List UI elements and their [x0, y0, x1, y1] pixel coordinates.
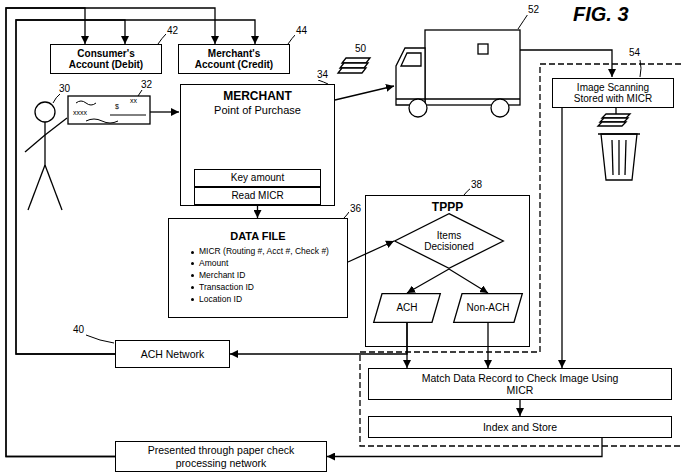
dashed-region: [360, 64, 681, 446]
check-stack: [338, 58, 370, 73]
box-text: Non-ACH: [467, 302, 510, 314]
callout-number: 50: [354, 43, 367, 54]
leader-lines: [53, 14, 641, 343]
discard-line: [615, 108, 616, 114]
callout-number: 34: [316, 69, 329, 80]
flow-arrow: [6, 8, 215, 457]
box-text: Match Data Record to Check Image Using M…: [415, 372, 625, 396]
discarded-checks: [598, 114, 630, 126]
callout-number: 52: [527, 4, 540, 15]
process-box: Index and Store: [368, 416, 672, 438]
box-text: Items Decisioned: [416, 230, 482, 253]
bullet: [191, 251, 194, 254]
flow-arrow: [348, 241, 394, 262]
account-box: Merchant's Account (Credit): [178, 44, 290, 74]
flow-arrow: [519, 400, 520, 416]
callout-number: 30: [58, 83, 71, 94]
data-parallelogram: ACH: [373, 293, 441, 323]
check-text: xxxx: [72, 109, 88, 117]
callout-number: 40: [72, 324, 85, 335]
decision-diamond: Items Decisioned: [394, 213, 504, 269]
check-arrow: [150, 111, 179, 112]
bullet: [191, 286, 194, 289]
callout-number: 32: [140, 79, 153, 90]
flow-arrow: [16, 20, 125, 354]
callout-number: 38: [470, 179, 483, 190]
box-text: Point of Purchase: [181, 104, 334, 117]
callout-number: 42: [166, 25, 179, 36]
box-text: Read MICR: [231, 190, 283, 202]
flow-arrow: [327, 438, 602, 457]
callout-number: 36: [349, 203, 362, 214]
flow-arrow: [487, 323, 488, 368]
check-illustration: [68, 96, 150, 124]
check-text: xx: [129, 97, 138, 105]
box-text: Index and Store: [483, 421, 557, 433]
field-item: MICR (Routing #, Acct #, Check #): [199, 246, 329, 258]
box-text: ACH Network: [141, 348, 205, 360]
courier-truck: [396, 30, 520, 117]
flow-arrow: [407, 269, 449, 293]
tppp-box: TPPP Items DecisionedACH Non-ACH: [365, 195, 530, 347]
consumer-figure: [25, 102, 67, 210]
flow-arrow: [449, 269, 488, 293]
box-heading: DATA FILE: [187, 230, 329, 243]
callout-number: 44: [295, 25, 308, 36]
box-text: Key amount: [231, 172, 284, 184]
figure-title: FIG. 3: [572, 3, 630, 25]
field-item: Merchant ID: [199, 270, 245, 282]
check-text: $: [114, 103, 120, 111]
process-box: Match Data Record to Check Image Using M…: [368, 368, 672, 400]
data-file-box: DATA FILE MICR (Routing #, Acct #, Check …: [168, 218, 348, 318]
bullet: [191, 274, 194, 277]
process-box: Image Scanning Stored with MICR: [552, 78, 674, 108]
box-text: ACH: [396, 302, 417, 314]
trash-can: [598, 134, 640, 180]
bullet: [191, 262, 194, 265]
field-item: Transaction ID: [199, 282, 254, 294]
network-box: Presented through paper check processing…: [115, 441, 327, 472]
flow-arrow: [561, 108, 562, 368]
box-text: TPPP: [366, 201, 529, 215]
field-item: Location ID: [199, 294, 242, 306]
flow-arrow: [6, 8, 115, 457]
callout-number: 54: [628, 47, 641, 58]
courier-arrow: [335, 86, 394, 100]
flow-arrow: [406, 323, 407, 368]
field-item: Amount: [199, 258, 228, 270]
flow-arrow: [257, 206, 258, 218]
box-heading: MERCHANT: [181, 90, 334, 104]
account-box: Consumer's Account (Debit): [50, 44, 162, 74]
process-box: Read MICR: [194, 187, 321, 205]
data-parallelogram: Non-ACH: [453, 293, 523, 323]
courier-to-scan-arrow: [520, 50, 612, 77]
flow-arrow: [230, 323, 407, 354]
box-text: Presented through paper check processing…: [126, 444, 316, 468]
network-box: ACH Network: [115, 340, 230, 368]
box-text: Consumer's Account (Debit): [59, 48, 153, 71]
merchant-box: MERCHANTPoint of PurchaseKey amountRead …: [180, 84, 335, 206]
bullet: [191, 298, 194, 301]
box-text: Image Scanning Stored with MICR: [561, 82, 665, 105]
box-text: Merchant's Account (Credit): [187, 48, 281, 71]
process-box: Key amount: [194, 169, 321, 187]
